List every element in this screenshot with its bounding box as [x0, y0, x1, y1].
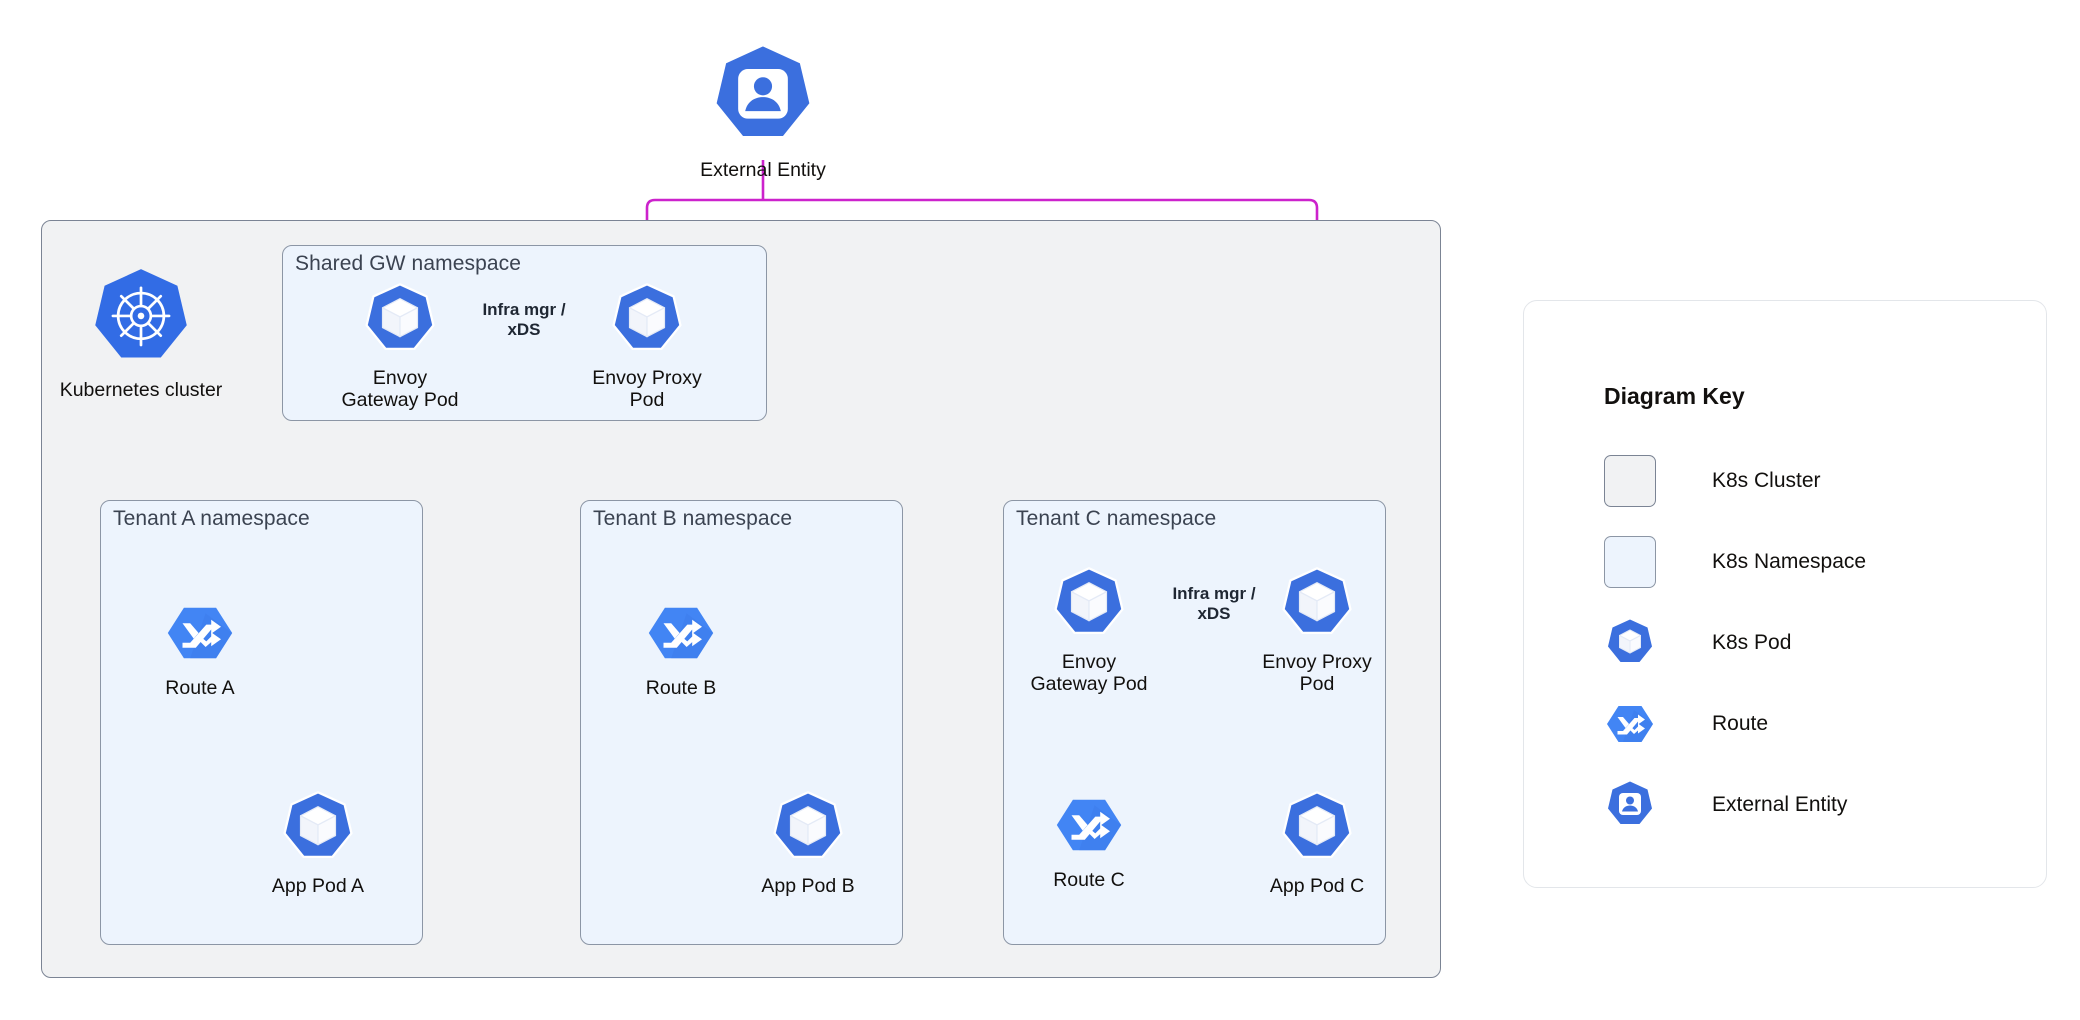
legend-item-label: K8s Cluster	[1712, 469, 1821, 492]
legend-item-label: K8s Namespace	[1712, 550, 1867, 573]
k8s-pod-icon	[362, 282, 438, 363]
node-tenant-c-envoy-gateway-pod[interactable]: Envoy Gateway Pod	[1004, 566, 1174, 695]
namespace-shared-gw: Shared GW namespace	[282, 245, 767, 421]
node-label: External Entity	[700, 159, 826, 181]
node-label: Envoy Gateway Pod	[341, 367, 459, 412]
node-label: Route A	[165, 677, 235, 699]
edge-label-infra-mgr-xds-tenant-c: Infra mgr / xDS	[1172, 584, 1256, 624]
diagram-key-title: Diagram Key	[1604, 383, 1745, 409]
node-label: App Pod B	[761, 875, 855, 897]
k8s-pod-icon	[770, 790, 846, 871]
node-shared-gw-envoy-proxy-pod[interactable]: Envoy Proxy Pod	[562, 282, 732, 411]
legend-item-k8s-cluster: K8s Cluster	[1604, 453, 1821, 509]
legend-item-route: Route	[1604, 696, 1768, 752]
k8s-pod-icon	[280, 790, 356, 871]
node-label: Envoy Proxy Pod	[592, 367, 702, 412]
k8s-namespace-swatch	[1604, 536, 1656, 588]
node-route-b[interactable]: Route B	[596, 598, 766, 699]
k8s-pod-icon	[1051, 566, 1127, 647]
k8s-pod-icon	[1279, 790, 1355, 871]
node-label: App Pod A	[271, 875, 365, 897]
legend-item-label: External Entity	[1712, 793, 1848, 816]
node-app-pod-a[interactable]: App Pod A	[233, 790, 403, 897]
node-label: Envoy Proxy Pod	[1262, 651, 1372, 696]
route-icon	[1054, 790, 1124, 865]
namespace-label: Tenant A namespace	[113, 507, 310, 530]
kubernetes-logo-icon	[89, 266, 193, 375]
node-shared-gw-envoy-gateway-pod[interactable]: Envoy Gateway Pod	[315, 282, 485, 411]
namespace-label: Shared GW namespace	[295, 252, 522, 275]
edge-label-infra-mgr-xds-shared-gw: Infra mgr / xDS	[482, 300, 566, 340]
k8s-cluster-swatch	[1604, 455, 1656, 507]
namespace-tenant-b: Tenant B namespace	[580, 500, 903, 945]
route-icon	[646, 598, 716, 673]
node-label: Envoy Gateway Pod	[1030, 651, 1148, 696]
route-icon	[165, 598, 235, 673]
k8s-pod-icon	[1279, 566, 1355, 647]
namespace-label: Tenant C namespace	[1016, 507, 1217, 530]
legend-item-k8s-namespace: K8s Namespace	[1604, 534, 1866, 590]
node-external-entity[interactable]: External Entity	[678, 42, 848, 181]
external-entity-icon	[1604, 780, 1656, 830]
node-route-c[interactable]: Route C	[1004, 790, 1174, 891]
k8s-pod-icon	[609, 282, 685, 363]
route-icon	[1604, 699, 1656, 749]
namespace-tenant-a: Tenant A namespace	[100, 500, 423, 945]
legend-item-label: K8s Pod	[1712, 631, 1792, 654]
legend-item-external-entity: External Entity	[1604, 777, 1847, 833]
node-label: Kubernetes cluster	[59, 379, 223, 401]
legend-item-k8s-pod: K8s Pod	[1604, 615, 1791, 671]
node-app-pod-c[interactable]: App Pod C	[1232, 790, 1402, 897]
external-entity-icon	[709, 42, 817, 155]
namespace-label: Tenant B namespace	[593, 507, 793, 530]
node-app-pod-b[interactable]: App Pod B	[723, 790, 893, 897]
diagram-key-panel: Diagram Key K8s Cluster K8s Namespace	[1523, 300, 2047, 888]
node-label: Route C	[1053, 869, 1125, 891]
node-label: Route B	[645, 677, 717, 699]
node-kubernetes-cluster: Kubernetes cluster	[56, 266, 226, 401]
node-tenant-c-envoy-proxy-pod[interactable]: Envoy Proxy Pod	[1232, 566, 1402, 695]
node-route-a[interactable]: Route A	[115, 598, 285, 699]
node-label: App Pod C	[1269, 875, 1365, 897]
legend-item-label: Route	[1712, 712, 1769, 735]
k8s-pod-icon	[1604, 618, 1656, 668]
